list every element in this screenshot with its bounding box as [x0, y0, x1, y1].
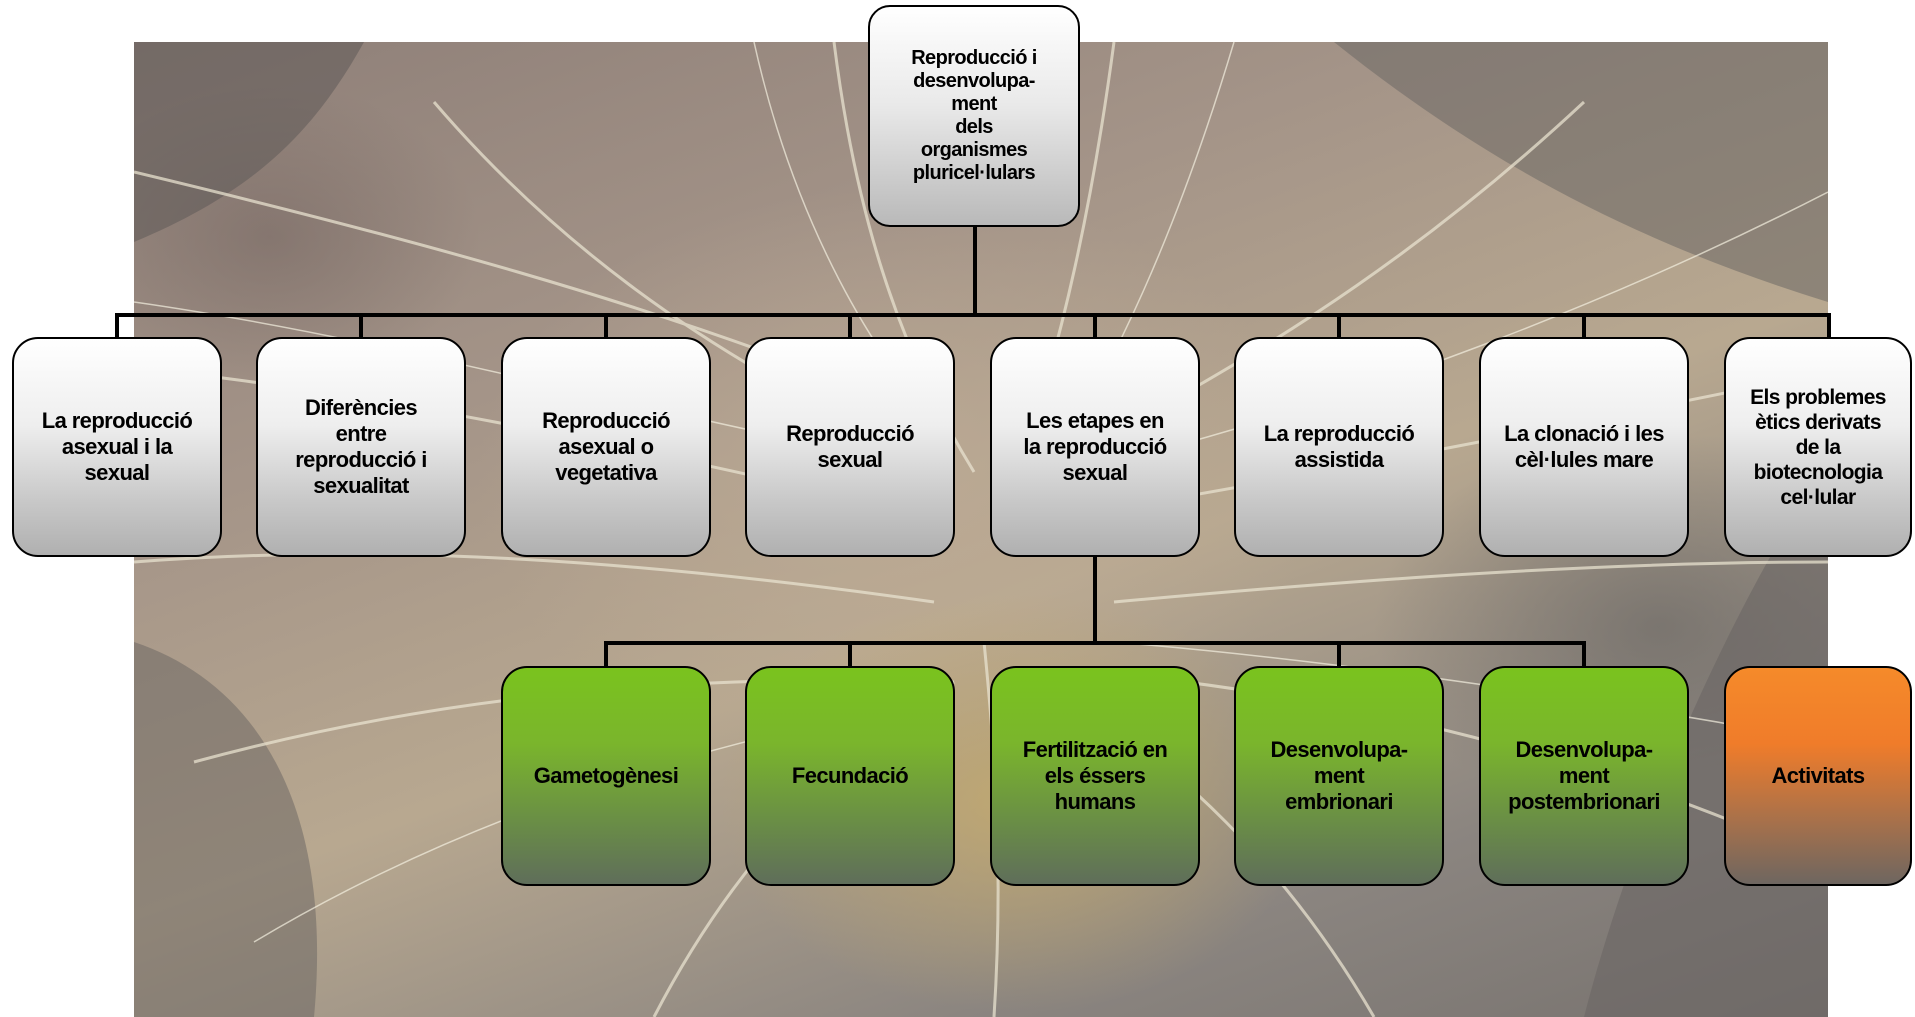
topic-drop	[848, 313, 852, 339]
stage-node-fecundation[interactable]: Fecundació	[745, 666, 955, 886]
topic-drop	[1093, 313, 1097, 339]
stage-drop	[1582, 641, 1586, 667]
topic-bus	[115, 313, 1831, 317]
topic-node-label: Reproducció sexual	[786, 421, 914, 472]
topic-drop	[115, 313, 119, 339]
topic-node-ethics[interactable]: Els problemes ètics derivats de la biote…	[1724, 337, 1912, 557]
topic-node-sexual-reproduction[interactable]: Reproducció sexual	[745, 337, 955, 557]
topic-drop	[359, 313, 363, 339]
root-node[interactable]: Reproducció i desenvolupa- ment dels org…	[868, 5, 1080, 227]
root-node-label: Reproducció i desenvolupa- ment dels org…	[911, 47, 1037, 184]
topic-node-label: Els problemes ètics derivats de la biote…	[1750, 385, 1886, 509]
stage-drop	[1337, 641, 1341, 667]
stage-node-fertilization[interactable]: Fertilització en els éssers humans	[990, 666, 1200, 886]
topic-node-label: Diferències entre reproducció i sexualit…	[295, 395, 427, 498]
topic-node-label: Les etapes en la reproducció sexual	[1023, 408, 1167, 485]
topic-node-label: La clonació i les cèl·lules mare	[1504, 421, 1664, 472]
topic-node-cloning[interactable]: La clonació i les cèl·lules mare	[1479, 337, 1689, 557]
topic-node-stages[interactable]: Les etapes en la reproducció sexual	[990, 337, 1200, 557]
stage-node-label: Gametogènesi	[533, 763, 679, 788]
stage-node-label: Fecundació	[791, 763, 909, 788]
stage-node-gametogenesis[interactable]: Gametogènesi	[501, 666, 711, 886]
topic-node-assisted-reproduction[interactable]: La reproducció assistida	[1234, 337, 1444, 557]
topic-node-asexual-vegetative[interactable]: Reproducció asexual o vegetativa	[501, 337, 711, 557]
topic-drop	[1827, 313, 1831, 339]
stage-drop	[848, 641, 852, 667]
stage-node-label: Desenvolupa- ment embrionari	[1270, 737, 1408, 814]
stage-node-postembryonic[interactable]: Desenvolupa- ment postembrionari	[1479, 666, 1689, 886]
stage-node-label: Fertilització en els éssers humans	[1022, 737, 1168, 814]
stage-drop	[604, 641, 608, 667]
topic-node-differences[interactable]: Diferències entre reproducció i sexualit…	[256, 337, 466, 557]
activities-button[interactable]: Activitats	[1724, 666, 1912, 886]
topic-node-asexual-sexual[interactable]: La reproducció asexual i la sexual	[12, 337, 222, 557]
topic-drop	[1337, 313, 1341, 339]
topic-drop	[1582, 313, 1586, 339]
topic-node-label: Reproducció asexual o vegetativa	[542, 408, 670, 485]
stages-bus	[604, 641, 1586, 645]
topic-node-label: La reproducció asexual i la sexual	[41, 408, 193, 485]
root-stem	[973, 225, 977, 317]
topic-drop	[604, 313, 608, 339]
topic-node-label: La reproducció assistida	[1263, 421, 1415, 472]
stage-node-embryonic[interactable]: Desenvolupa- ment embrionari	[1234, 666, 1444, 886]
activities-label: Activitats	[1771, 763, 1865, 788]
stage-node-label: Desenvolupa- ment postembrionari	[1508, 737, 1660, 814]
stages-stem	[1093, 555, 1097, 645]
